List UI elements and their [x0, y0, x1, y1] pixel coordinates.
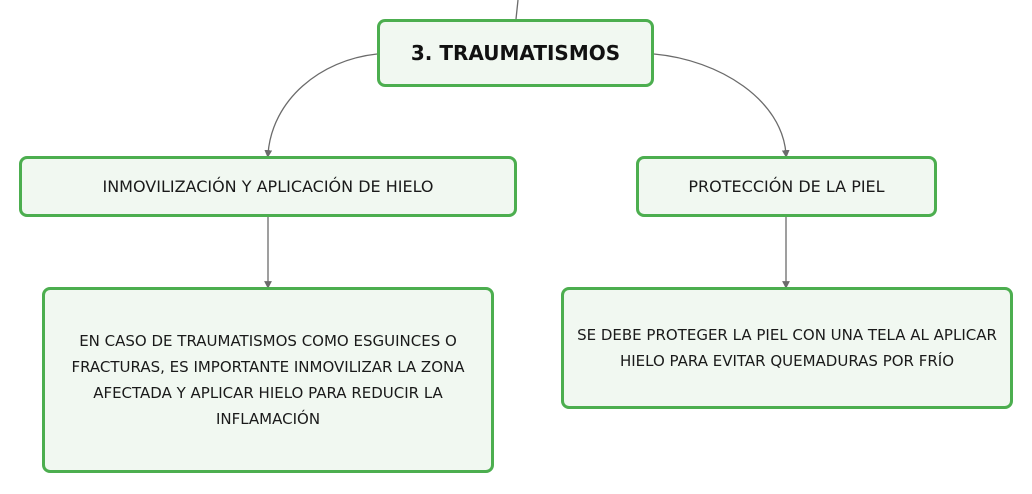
branch-node-immobilization-label: INMOVILIZACIÓN Y APLICACIÓN DE HIELO: [102, 177, 434, 196]
detail-node-skin-protection[interactable]: SE DEBE PROTEGER LA PIEL CON UNA TELA AL…: [561, 287, 1013, 409]
incoming-connector: [515, 0, 519, 20]
connector-root-to-right-branch: [653, 53, 790, 158]
root-node-label: 3. TRAUMATISMOS: [410, 41, 621, 65]
branch-node-skin-protection-label: PROTECCIÓN DE LA PIEL: [688, 177, 885, 196]
detail-node-immobilization-text: EN CASO DE TRAUMATISMOS COMO ESGUINCES O…: [71, 332, 465, 428]
connector-root-to-left-branch: [264, 53, 378, 158]
detail-node-immobilization[interactable]: EN CASO DE TRAUMATISMOS COMO ESGUINCES O…: [42, 287, 494, 473]
branch-node-skin-protection[interactable]: PROTECCIÓN DE LA PIEL: [636, 156, 937, 217]
detail-node-skin-protection-text: SE DEBE PROTEGER LA PIEL CON UNA TELA AL…: [577, 326, 997, 370]
branch-node-immobilization[interactable]: INMOVILIZACIÓN Y APLICACIÓN DE HIELO: [19, 156, 517, 217]
root-node[interactable]: 3. TRAUMATISMOS: [377, 19, 654, 87]
